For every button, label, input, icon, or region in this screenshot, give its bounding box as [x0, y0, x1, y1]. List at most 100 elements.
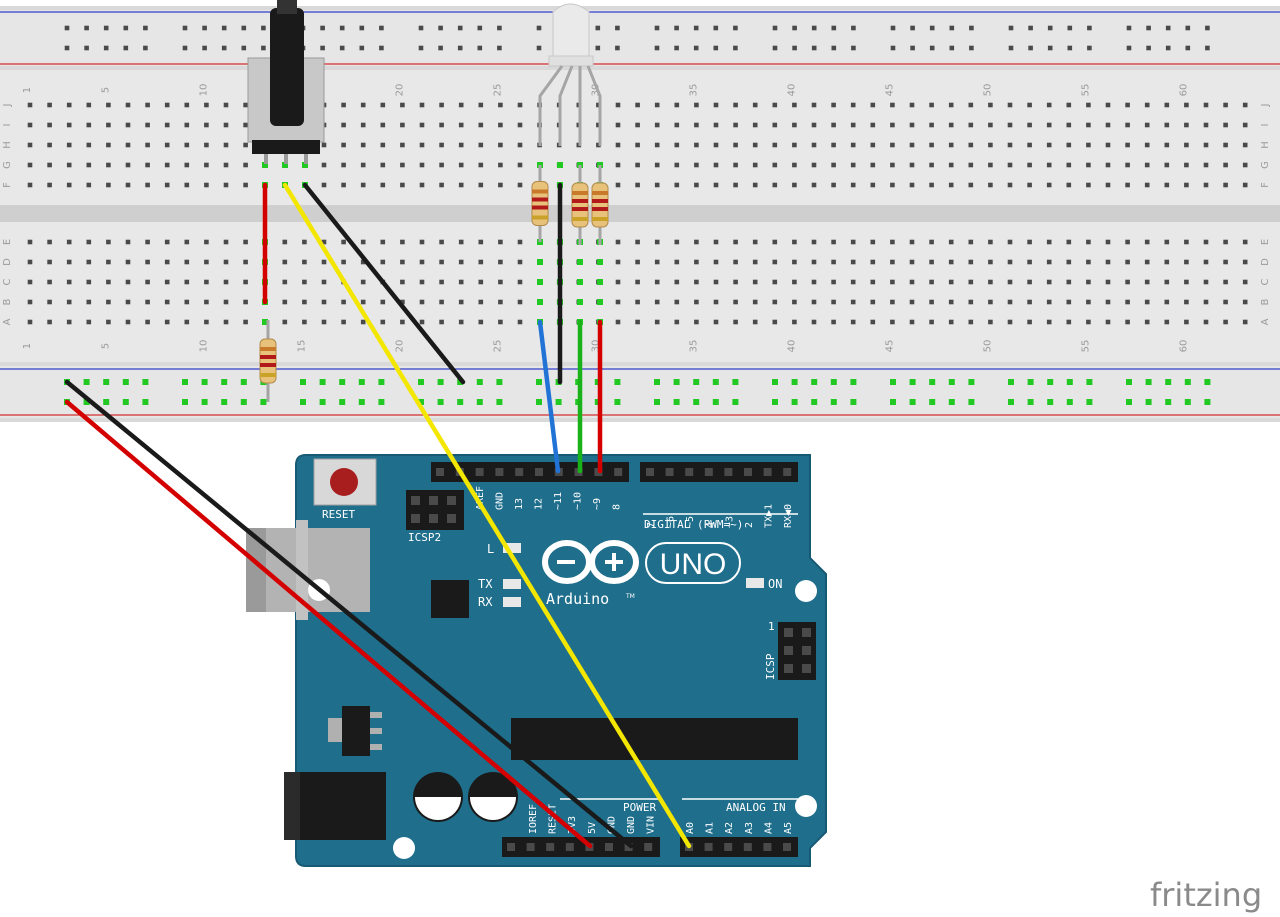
breadboard-hole — [320, 25, 325, 31]
breadboard-hole — [1203, 162, 1209, 168]
connected-hole — [201, 379, 208, 385]
breadboard-hole — [615, 142, 621, 148]
breadboard-hole — [1164, 319, 1170, 325]
breadboard-hole — [909, 102, 915, 108]
row-letter: I — [1260, 124, 1271, 127]
breadboard-hole — [419, 142, 425, 148]
breadboard-hole — [615, 319, 621, 325]
row-letter: J — [2, 104, 13, 108]
breadboard-hole — [1165, 45, 1171, 51]
header-pin — [546, 843, 555, 851]
breadboard-hole — [1242, 162, 1248, 168]
connected-hole — [1184, 399, 1191, 405]
connected-hole — [830, 379, 837, 385]
connected-hole — [1126, 379, 1132, 385]
breadboard-hole — [772, 162, 778, 168]
connected-hole — [654, 399, 660, 405]
breadboard-hole — [1066, 122, 1072, 128]
top-terminal-area — [0, 70, 1280, 205]
breadboard-hole — [1203, 299, 1209, 305]
breadboard-hole — [850, 102, 856, 108]
connected-hole — [418, 399, 424, 405]
header-pin — [783, 843, 791, 851]
breadboard-hole — [106, 239, 111, 245]
breadboard-hole — [850, 279, 856, 285]
breadboard-hole — [517, 142, 523, 148]
breadboard-hole — [792, 182, 797, 188]
breadboard-hole — [341, 299, 346, 305]
breadboard-hole — [1242, 279, 1248, 285]
breadboard-hole — [458, 122, 464, 128]
breadboard-hole — [1223, 102, 1228, 108]
breadboard-hole — [321, 142, 327, 148]
breadboard-hole — [419, 319, 425, 325]
breadboard-hole — [1223, 319, 1228, 325]
breadboard-hole — [223, 279, 229, 285]
pin-label: A0 — [685, 822, 696, 834]
breadboard-hole — [772, 122, 778, 128]
connected-hole — [221, 399, 228, 405]
breadboard-hole — [282, 299, 288, 305]
connected-hole — [83, 379, 90, 385]
breadboard-hole — [1144, 279, 1150, 285]
breadboard-hole — [1086, 102, 1091, 108]
breadboard-hole — [282, 279, 288, 285]
breadboard-hole — [674, 279, 680, 285]
breadboard-hole — [321, 299, 327, 305]
breadboard-hole — [635, 182, 640, 188]
breadboard-hole — [360, 122, 366, 128]
breadboard-hole — [1126, 25, 1132, 31]
pin-label: 7 — [646, 522, 657, 528]
column-number: 60 — [1178, 84, 1189, 97]
breadboard-hole — [674, 162, 680, 168]
breadboard-hole — [752, 122, 758, 128]
pin-label: A1 — [705, 822, 716, 834]
breadboard-hole — [1125, 122, 1130, 128]
connected-hole — [339, 399, 346, 405]
breadboard-hole — [615, 239, 621, 245]
breadboard-hole — [752, 279, 758, 285]
breadboard-hole — [1242, 299, 1248, 305]
breadboard-hole — [733, 239, 738, 245]
breadboard-hole — [1046, 319, 1052, 325]
column-number: 40 — [786, 340, 797, 353]
breadboard-hole — [850, 182, 856, 188]
pin-label: A5 — [783, 822, 794, 834]
breadboard-hole — [400, 142, 405, 148]
led-on — [746, 578, 764, 588]
breadboard-hole — [47, 239, 52, 245]
breadboard-hole — [66, 102, 72, 108]
breadboard-hole — [106, 142, 111, 148]
breadboard-hole — [870, 299, 876, 305]
breadboard-hole — [752, 162, 758, 168]
breadboard-hole — [184, 259, 190, 265]
uno-badge — [645, 542, 741, 584]
breadboard-hole — [478, 279, 484, 285]
breadboard-hole — [929, 182, 934, 188]
breadboard-hole — [125, 279, 131, 285]
breadboard-hole — [125, 259, 131, 265]
breadboard-hole — [831, 182, 836, 188]
connected-hole — [339, 379, 346, 385]
regulator-tab — [328, 718, 342, 742]
atmega-chip — [511, 718, 798, 760]
breadboard-hole — [948, 122, 954, 128]
breadboard-hole — [1087, 45, 1092, 51]
breadboard-hole — [418, 45, 424, 51]
breadboard-hole — [204, 162, 209, 168]
breadboard-hole — [498, 122, 503, 128]
breadboard-hole — [713, 162, 719, 168]
power-header — [502, 837, 660, 857]
header-pin — [783, 468, 792, 476]
row-letter: G — [1260, 161, 1271, 169]
breadboard-hole — [341, 239, 346, 245]
breadboard-hole — [123, 45, 129, 51]
breadboard-hole — [360, 259, 366, 265]
top-power-rail — [0, 10, 1280, 66]
breadboard-hole — [145, 259, 150, 265]
breadboard-hole — [243, 259, 248, 265]
digital-label: DIGITAL (PWM=~) — [644, 518, 743, 531]
breadboard-hole — [261, 25, 266, 31]
breadboard-hole — [890, 45, 896, 51]
breadboard-hole — [1223, 122, 1228, 128]
